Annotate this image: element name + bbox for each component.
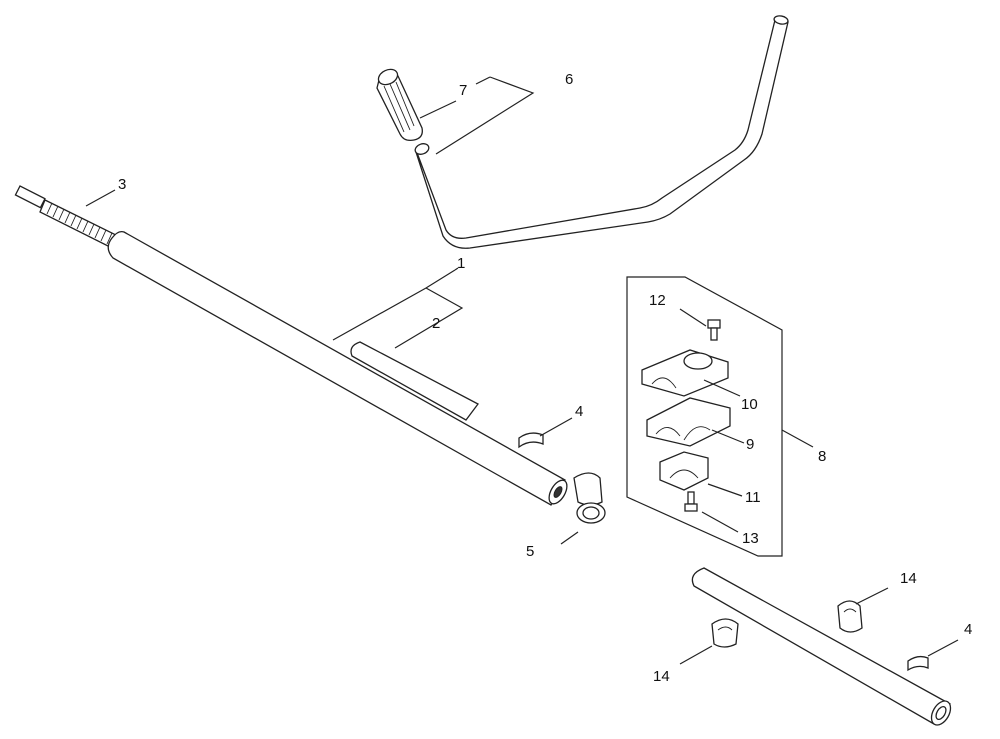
callout-3: 3 xyxy=(118,176,126,193)
grip xyxy=(376,68,423,142)
clip-right xyxy=(837,587,889,633)
bolt-lower xyxy=(684,491,739,533)
callout-14-left: 14 xyxy=(653,668,670,685)
callout-7: 7 xyxy=(459,82,467,99)
handle-bar xyxy=(414,15,789,249)
clamp-upper-half xyxy=(641,349,741,397)
clamp-with-loop xyxy=(560,472,606,545)
callout-13: 13 xyxy=(742,530,759,547)
callout-11: 11 xyxy=(745,489,761,506)
callout-5: 5 xyxy=(526,543,534,560)
bracket-assembly-outline xyxy=(626,276,814,557)
main-shaft xyxy=(107,230,568,506)
callout-14-right: 14 xyxy=(900,570,917,587)
callout-10: 10 xyxy=(741,396,758,413)
callout-6: 6 xyxy=(565,71,573,88)
callout-9: 9 xyxy=(746,436,754,453)
callout-1: 1 xyxy=(457,255,465,272)
leader-1-2-3 xyxy=(85,189,464,349)
callout-2: 2 xyxy=(432,315,440,332)
clip-left xyxy=(679,618,739,665)
clamp-lower-half xyxy=(659,451,743,497)
callout-4-upper: 4 xyxy=(575,403,583,420)
drive-shaft xyxy=(14,185,119,249)
lower-shaft xyxy=(691,567,952,726)
tape-lower xyxy=(907,639,959,672)
callout-4-lower: 4 xyxy=(964,621,972,638)
leader-6-7 xyxy=(419,76,535,155)
tape-upper xyxy=(518,417,573,449)
bolt-upper xyxy=(679,308,721,341)
clamp-middle xyxy=(646,397,745,447)
callout-12: 12 xyxy=(649,292,666,309)
callout-8: 8 xyxy=(818,448,826,465)
liner xyxy=(350,341,479,421)
